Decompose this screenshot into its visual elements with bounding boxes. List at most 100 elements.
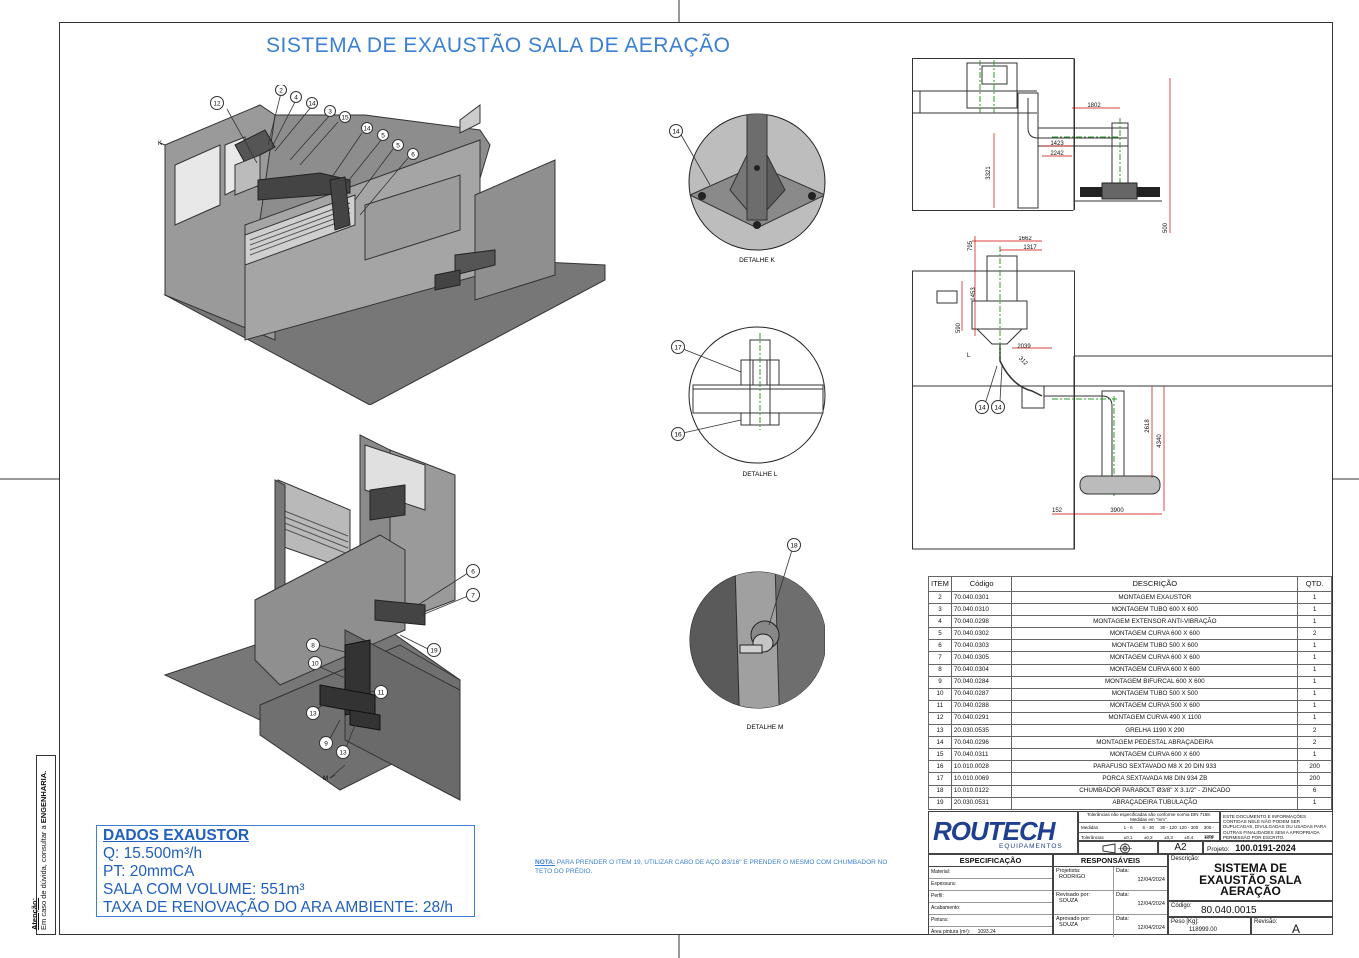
balloon: 8 [311,643,315,650]
balloon: 14 [308,101,316,108]
bom-code: 70.040.0303 [950,639,1013,653]
dimension: 500 [1163,222,1169,233]
bom-code: 10.010.0069 [950,772,1013,786]
bom-qty: 1 [1297,687,1332,701]
bom-item-number: 17 [928,772,952,786]
company-logo-sub: EQUIPAMENTOS [999,843,1063,850]
bom-code: 70.040.0310 [950,603,1013,617]
tolerance-range: 1 - 6 [1123,825,1133,830]
detail-l: 17 16 DETALHE L [671,326,826,478]
bom-code: 70.040.0291 [950,711,1013,726]
dimension: 795 [968,240,974,251]
bom-description: MONTAGEM TUBO 500 X 500 [1011,687,1299,701]
designer-date: 12/04/2024 [1137,877,1165,883]
dimension: 2242 [1050,151,1064,157]
balloon: 16 [674,432,682,439]
balloon: 14 [994,405,1002,412]
bom-item-number: 14 [928,736,952,750]
bom-description: MONTAGEM CURVA 500 X 600 [1011,699,1299,713]
approver-date: 12/04/2024 [1137,925,1165,931]
weight-label: Peso [Kg]: [1171,919,1199,925]
bom-qty: 2 [1297,627,1332,641]
balloon: 18 [790,543,798,550]
specification-header: ESPECIFICAÇÃO [929,855,1052,867]
bom-qty: 1 [1297,699,1332,713]
balloon: 15 [341,115,349,122]
bom-header-item: ITEM [928,576,952,592]
bom-item-number: 19 [928,796,952,810]
spec-material: Material: [929,867,1052,879]
revision-field: Revisão: A [1251,917,1333,936]
isometric-view-top: 12 2 4 14 3 15 14 5 5 6 K [158,85,606,405]
painting-area-value: 1093.24 [977,929,996,935]
designer-label: Projetista: [1056,868,1081,874]
attention-box [36,755,56,935]
bom-item-number: 13 [928,724,952,738]
bom-description: MONTAGEM CURVA 600 X 600 [1011,663,1299,677]
dimension: 1423 [1050,141,1064,147]
bom-description: ABRAÇADEIRA TUBULAÇÃO [1011,796,1299,810]
reviewer-date-label: Data: [1116,892,1130,898]
painting-area-label: Área pintura (m²): [931,929,971,935]
note-label: NOTA: [535,859,556,866]
bom-qty: 1 [1297,590,1332,605]
tolerance-range: 6 - 30 [1142,825,1155,830]
bom-description: PARAFUSO SEXTAVADO M8 X 20 DIN 933 [1011,760,1299,774]
spec-painting: Pintura: [929,915,1052,927]
dimension: 590 [956,322,962,333]
view-label-m: M [323,776,328,782]
bom-item-number: 16 [928,760,952,774]
tolerance-value: ±0,3 [1164,835,1173,840]
bom-code: 70.040.0296 [950,736,1013,750]
fan-data-flow: Q: 15.500m³/h [103,845,203,862]
bom-header-description: DESCRIÇÃO [1011,576,1299,592]
detail-k: 14 DETALHE K [669,113,826,264]
tolerance-value: ±0,4 [1184,835,1194,840]
project-number: 100.0191-2024 [1235,843,1296,853]
reviewer-name: SOUZA [1059,898,1078,904]
bom-qty: 1 [1297,639,1332,653]
bom-item-number: 7 [928,651,952,665]
company-logo: ROUTECH [933,816,1056,846]
spec-thickness: Espessura: [929,879,1052,891]
dimension: 1662 [1018,236,1032,242]
fan-data-room-volume: SALA COM VOLUME: 551m³ [103,881,305,898]
project-field: Projeto: 100.0191-2024 [1203,841,1333,854]
tolerance-value: ±0,2 [1143,835,1153,840]
bom-qty: 1 [1297,711,1332,726]
tolerance-range: 30 - 120 [1160,825,1177,830]
attention-strong: ENGENHARIA. [39,770,48,824]
reviewer-date: 12/04/2024 [1137,901,1165,907]
tolerance-value: ±0,1 [1123,835,1133,840]
sheet-size: A2 [1158,841,1203,854]
bom-item-number: 2 [928,590,952,605]
bom-qty: 200 [1297,772,1332,786]
approver-name: SOUZA [1059,922,1078,928]
balloon: 17 [674,345,682,352]
elevation-view-1: 1802 1423 2242 3321 500 [912,58,1332,233]
bom-item-number: 8 [928,663,952,677]
balloon: 5 [381,133,385,140]
bom-description: GRELHA 1190 X 290 [1011,724,1299,738]
fan-data-air-change-rate: TAXA DE RENOVAÇÃO DO ARA AMBIENTE: 28/h [103,899,454,916]
bom-description: MONTAGEM CURVA 490 X 1100 [1011,711,1299,726]
projection-symbol-area [1078,841,1158,854]
bom-header-code: Código [950,576,1013,592]
bom-item-number: 18 [928,784,952,798]
bom-description: MONTAGEM EXAUSTOR [1011,590,1299,605]
dimension: 2039 [1017,344,1031,350]
fan-data-pressure: PT: 20mmCA [103,863,195,880]
revision-label: Revisão: [1254,919,1278,925]
project-label: Projeto: [1207,846,1230,853]
